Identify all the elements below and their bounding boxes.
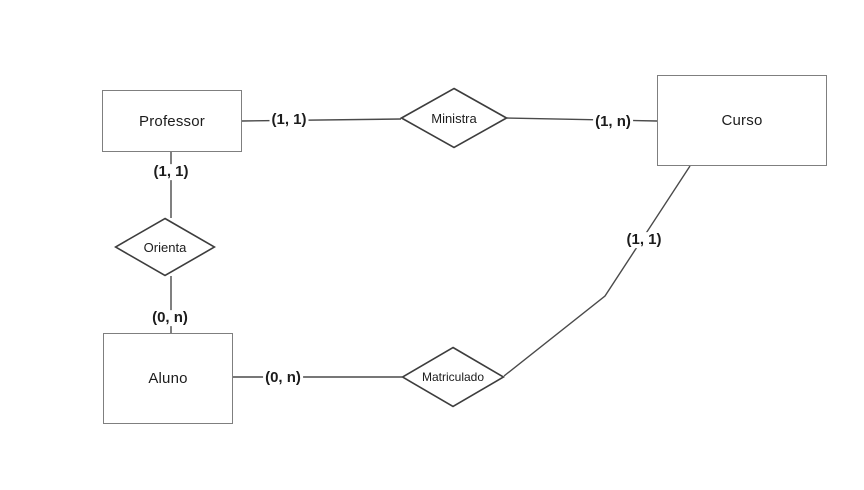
diamond-shape-orienta [114,217,216,277]
diamond-shape-ministra [400,87,508,149]
connector-curso-matriculado [503,165,691,377]
cardinality-professor-ministra: (1, 1) [269,111,309,129]
cardinality-professor-orienta: (1, 1) [151,163,191,181]
cardinality-curso-matriculado: (1, 1) [624,231,664,249]
relationship-ministra[interactable]: Ministra [400,87,508,149]
entity-professor-label: Professor [139,112,205,130]
entity-curso[interactable]: Curso [657,75,827,166]
connector-ministra-curso [506,117,658,122]
relationship-matriculado-label: Matriculado [421,370,485,384]
relationship-orienta-label: Orienta [143,239,187,255]
diamond-shape-matriculado [401,346,505,408]
relationship-ministra-label: Ministra [431,110,477,126]
relationship-matriculado[interactable]: Matriculado [401,346,505,408]
entity-aluno[interactable]: Aluno [103,333,233,424]
cardinality-aluno-matriculado: (0, n) [263,369,303,387]
cardinality-ministra-curso: (1, n) [593,113,633,131]
cardinality-orienta-aluno: (0, n) [150,309,190,327]
connector-professor-ministra [241,118,402,122]
entity-aluno-label: Aluno [148,370,188,387]
relationship-orienta[interactable]: Orienta [114,217,216,277]
entity-professor[interactable]: Professor [102,90,242,152]
entity-curso-label: Curso [721,112,763,129]
